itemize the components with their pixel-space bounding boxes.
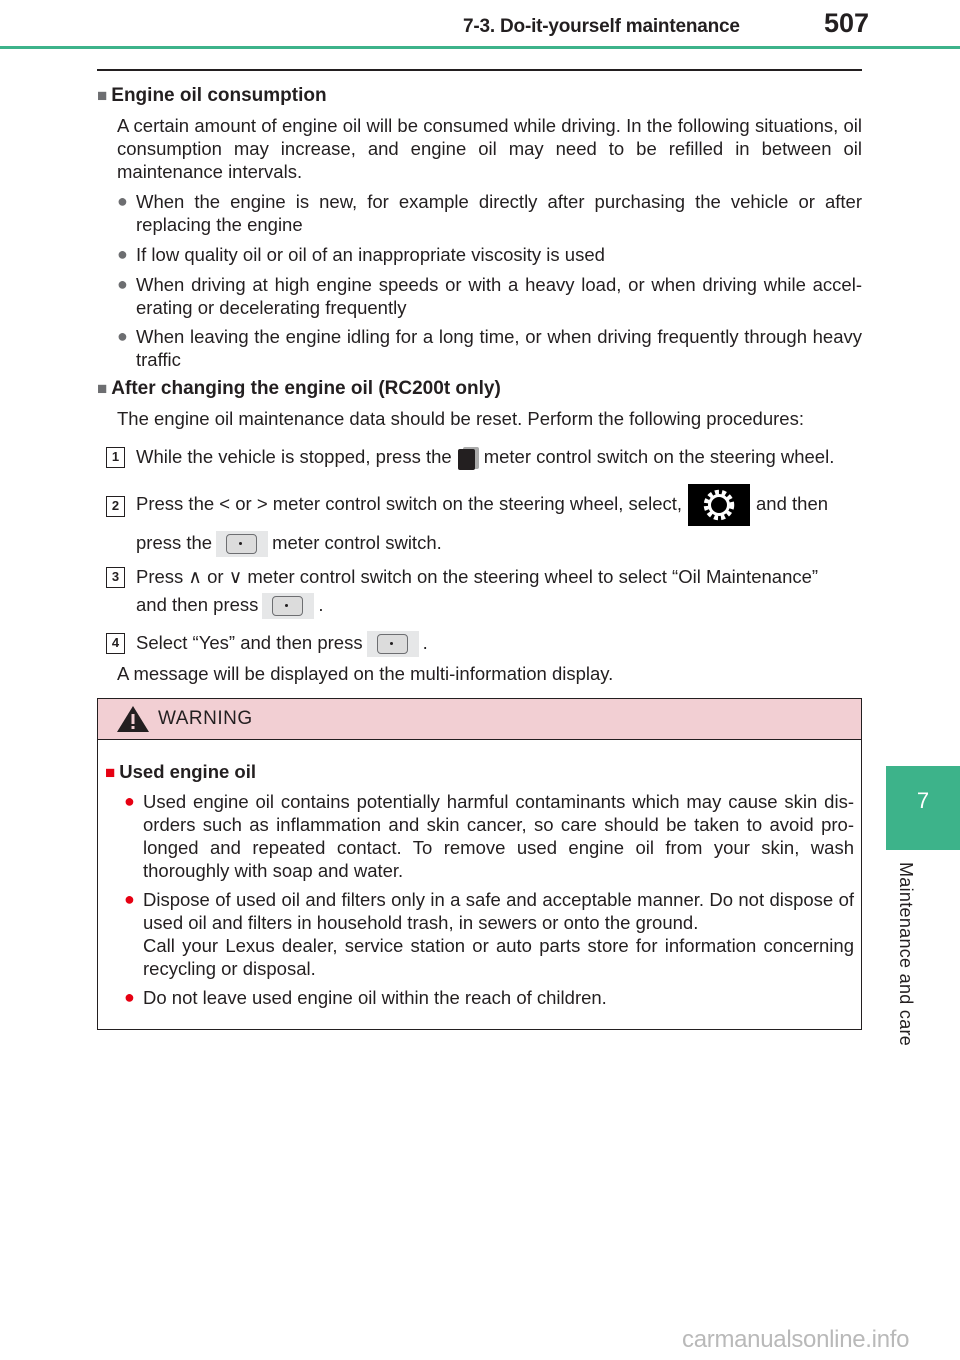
ok-switch-icon [366,631,419,658]
step-text: press the [136,532,213,553]
header-section-title: 7-3. Do-it-yourself maintenance [463,16,740,37]
square-bullet-icon: ■ [97,379,108,398]
step-text: Press ∧ or ∨ meter control switch on the… [136,566,819,587]
step-number: 4 [106,633,125,654]
list-item-text: When the engine is new, for example dire… [136,191,862,235]
square-bullet-icon: ■ [105,763,116,782]
round-bullet-icon: ● [117,274,128,294]
section-heading-after-oil-change: ■After changing the engine oil (RC200t o… [97,377,501,400]
step-text: and then press [136,594,259,615]
paragraph-result: A message will be displayed on the multi… [117,663,614,684]
heading-text: Engine oil consumption [111,85,327,106]
step-text: and then [756,492,829,514]
settings-gear-icon [688,484,751,526]
list-item-text: When leaving the engine idling for a lon… [136,326,862,370]
warning-list-item: ● Dispose of used oil and filters only i… [124,888,854,980]
step-text: . [318,594,324,615]
meter-display-icon [456,445,480,471]
chapter-tab[interactable]: 7 [886,766,960,850]
warning-header: WARNING [98,699,861,740]
step-number: 3 [106,567,125,588]
round-bullet-icon: ● [117,244,128,264]
step-text: . [422,632,428,653]
step-text: Select “Yes” and then press [136,632,363,653]
round-bullet-icon: ● [117,191,128,211]
ok-switch-icon [216,531,269,558]
list-item: ● When leaving the engine idling for a l… [117,325,862,371]
list-item-text: Do not leave used engine oil within the … [143,987,607,1008]
chapter-number: 7 [916,788,930,813]
round-bullet-icon: ● [117,326,128,346]
paragraph-intro: A certain amount of engine oil will be c… [117,115,862,182]
step-text: meter control switch. [272,532,442,553]
heading-text: Used engine oil [119,761,256,782]
list-item: ● When driving at high engine speeds or … [117,273,862,319]
step-number: 1 [106,447,125,468]
list-item: ● When the engine is new, for example di… [117,190,862,236]
step-text: Press the < or > meter control switch on… [136,492,683,514]
page-number: 507 [824,8,870,38]
paragraph-procedure-intro: The engine oil maintenance data should b… [117,408,804,429]
round-bullet-icon: ● [124,889,135,909]
footer-watermark[interactable]: carmanualsonline.info [682,1326,910,1353]
warning-list-item: ● Do not leave used engine oil within th… [124,986,854,1009]
warning-triangle-icon [116,705,150,738]
round-bullet-icon: ● [124,791,135,811]
section-heading-oil-consumption: ■Engine oil consumption [97,84,327,107]
list-item-text: If low quality oil or oil of an inapprop… [136,244,605,265]
warning-list-item: ● Used engine oil contains potentially h… [124,790,854,882]
warning-box: WARNING ■Used engine oil ● Used engine o… [97,698,862,1030]
list-item: ● If low quality oil or oil of an inappr… [117,243,862,266]
list-item-text: When driving at high engine speeds or wi… [136,274,862,318]
list-item-text: Dispose of used oil and filters only in … [143,889,854,933]
ok-switch-icon [262,593,315,620]
chapter-label: Maintenance and care [896,862,916,1047]
list-item-text: Used engine oil contains potentially har… [143,791,854,881]
heading-text: After changing the engine oil (RC200t on… [111,378,501,399]
round-bullet-icon: ● [124,987,135,1007]
list-item-text-extra: Call your Lexus dealer, service station … [143,935,854,979]
square-bullet-icon: ■ [97,86,108,105]
step-text: meter control switch on the steering whe… [483,446,835,467]
warning-title: WARNING [158,708,253,729]
step-text: While the vehicle is stopped, press the [136,446,452,467]
step-number: 2 [106,496,125,517]
content-rule [97,69,862,71]
header-rule [0,46,960,49]
warning-heading: ■Used engine oil [105,760,256,784]
